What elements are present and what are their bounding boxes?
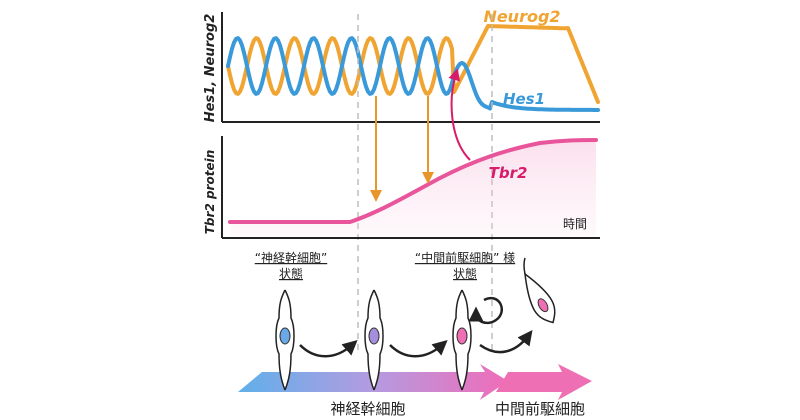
bottom-y-label: Tbr2 protein xyxy=(203,150,217,235)
cycle-arrow-icon xyxy=(468,296,503,325)
tbr2-curve xyxy=(228,138,598,224)
neurog2-label: Neurog2 xyxy=(483,7,560,26)
cell-icon xyxy=(275,289,295,391)
stem-state-label-1: “神経幹細胞” xyxy=(255,250,327,265)
top-panel: Hes1, Neurog2 Neurog2 Hes1 xyxy=(203,7,600,123)
right-arrow-icon xyxy=(389,340,448,358)
top-y-label: Hes1, Neurog2 xyxy=(203,14,218,123)
hes1-label: Hes1 xyxy=(503,90,545,108)
feedback-arrow xyxy=(448,68,471,161)
hes1-curve xyxy=(226,36,600,112)
right-arrow-icon xyxy=(479,330,533,354)
intermediate-progenitor-label: 中間前駆細胞 xyxy=(495,400,585,418)
neurog2-curve xyxy=(226,24,600,104)
stem-state-label-2: 状態 xyxy=(279,266,303,281)
bottom-panel: Tbr2 protein Tbr2 時間 xyxy=(203,136,600,239)
ipc-bar-arrow xyxy=(496,364,592,400)
cell-icon xyxy=(452,289,472,391)
neural-stem-cell-label: 神経幹細胞 xyxy=(330,400,405,418)
cell-icon xyxy=(523,257,556,324)
cell-icon xyxy=(364,289,384,391)
ipc-state-label-2: 状態 xyxy=(453,266,477,281)
ipc-state-label-1: “中間前駆細胞” 様 xyxy=(415,250,515,265)
lineage-bar: 神経幹細胞 中間前駆細胞 xyxy=(238,364,592,418)
tbr2-area xyxy=(230,140,596,236)
right-arrow-icon xyxy=(299,340,358,358)
tbr2-label: Tbr2 xyxy=(489,164,528,182)
time-axis-label: 時間 xyxy=(563,217,587,231)
